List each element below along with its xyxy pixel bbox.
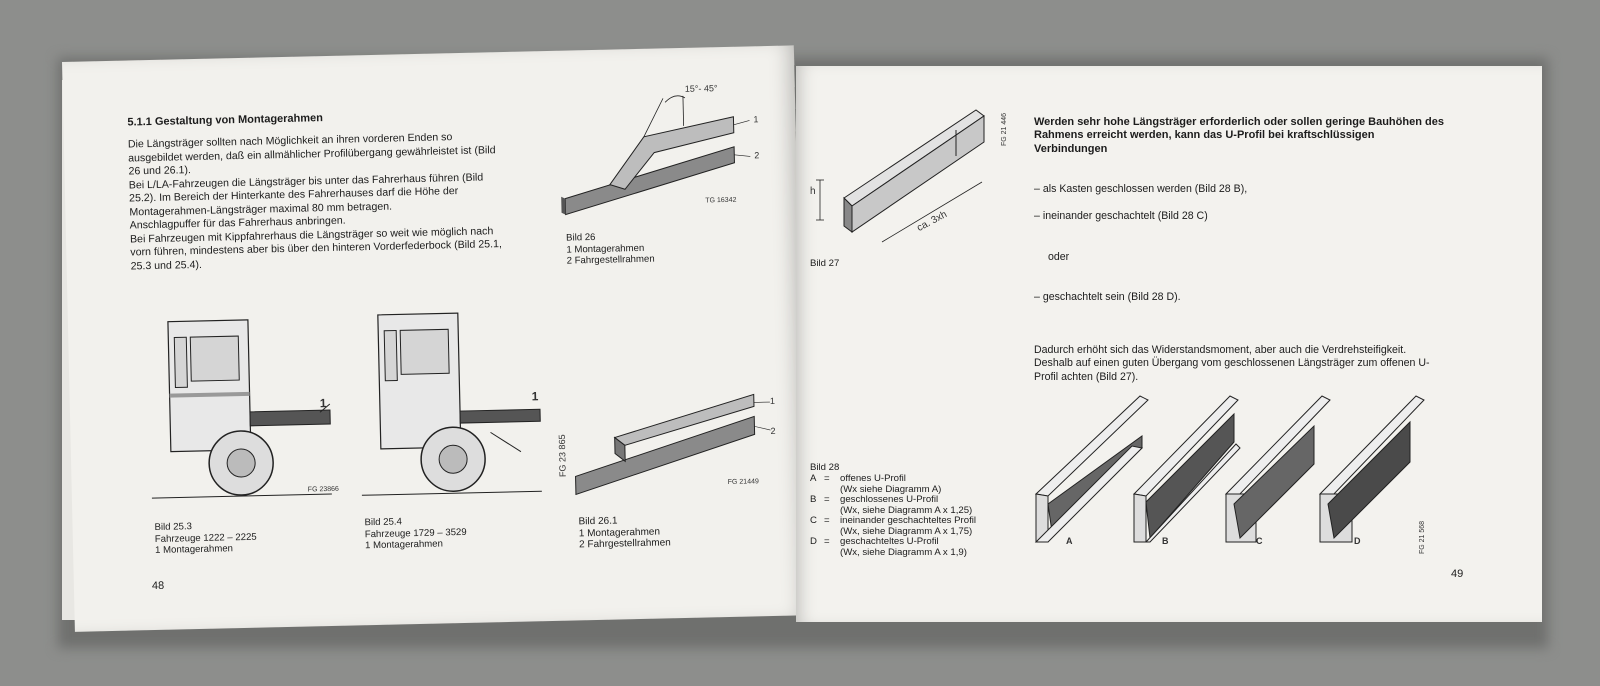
figure-25-4-caption: Bild 25.4 Fahrzeuge 1729 – 3529 1 Montag… [364, 516, 467, 552]
figure-26-1-caption: Bild 26.1 1 Montagerahmen 2 Fahrgestellr… [578, 515, 671, 551]
figure-27 [816, 109, 985, 243]
left-page: 5.1.1 Gestaltung von Montagerahmen Die L… [62, 45, 807, 632]
figure-28-legend: A = offenes U-Profil(Wx siehe Diagramm A… [810, 473, 976, 558]
callout-2: 2 [754, 150, 760, 161]
figure-25-3-caption: Bild 25.3 Fahrzeuge 1222 – 2225 1 Montag… [154, 521, 257, 557]
legend-text: ineinander geschachteltes Profil [840, 515, 976, 526]
legend-text: geschlossenes U-Profil [840, 494, 939, 505]
section-heading: 5.1.1 Gestaltung von Montagerahmen [127, 112, 324, 129]
legend-sub: (Wx, siehe Diagramm A x 1,25) [840, 504, 973, 516]
profile-b [1132, 395, 1241, 543]
figure-code: TG 16342 [705, 196, 737, 205]
legend-eq: = [824, 473, 830, 484]
legend-sub: (Wx, siehe Diagramm A x 1,75) [840, 525, 973, 537]
list-item: als Kasten geschlossen werden (Bild 28 B… [1034, 183, 1444, 197]
list: geschachtelt sein (Bild 28 D). [1034, 278, 1444, 319]
legend-text: geschachteltes U-Profil [840, 536, 939, 547]
h-label: h [810, 186, 816, 197]
figure-26-1 [575, 393, 771, 496]
list-item: ineinander geschachtelt (Bild 28 C) [1034, 210, 1444, 224]
figure-code: FG 21 568 [1419, 520, 1427, 555]
legend-text: offenes U-Profil [840, 473, 906, 484]
callout-2: 2 [770, 425, 776, 437]
label-c: C [1256, 536, 1263, 546]
label-a: A [1066, 536, 1073, 546]
callout-1: 1 [753, 114, 759, 125]
legend-key: D [810, 536, 817, 547]
legend-eq: = [824, 536, 830, 547]
legend-eq: = [824, 515, 830, 526]
label-d: D [1354, 536, 1361, 546]
figure-28-caption-title: Bild 28 [810, 462, 840, 473]
legend-eq: = [824, 494, 830, 505]
figure-27-caption: Bild 27 [810, 258, 840, 269]
paragraph-2: Dadurch erhöht sich das Widerstandsmomen… [1034, 343, 1430, 383]
list-item: geschachtelt sein (Bild 28 D). [1034, 291, 1444, 305]
figure-26-caption: Bild 26 1 Montagerahmen 2 Fahrgestellrah… [566, 231, 655, 267]
list: als Kasten geschlossen werden (Bild 28 B… [1034, 170, 1444, 238]
label-b: B [1162, 536, 1169, 546]
body-text: Die Längsträger sollten nach Möglichkeit… [127, 131, 502, 272]
intro-bold: Werden sehr hohe Längsträger erforderlic… [1034, 115, 1444, 155]
truck-drawing-25-4 [361, 312, 542, 496]
oder: oder [1048, 250, 1070, 263]
legend-sub: (Wx siehe Diagramm A) [840, 483, 942, 495]
legend-row: B = geschlossenes U-Profil(Wx, siehe Dia… [810, 494, 976, 516]
angle-label: 15°- 45° [684, 83, 718, 94]
legend-key: B [810, 494, 817, 505]
legend-key: C [810, 515, 817, 526]
legend-row: D = geschachteltes U-Profil(Wx, siehe Di… [810, 536, 976, 558]
figure-26 [561, 95, 751, 216]
callout: 1 [531, 389, 539, 404]
figure-code: FG 21 446 [1001, 112, 1009, 147]
right-text-block: Werden sehr hohe Längsträger erforderlic… [1034, 102, 1444, 398]
legend-sub: (Wx, siehe Diagramm A x 1,9) [840, 546, 967, 558]
profile-c [1224, 395, 1331, 543]
legend-row: A = offenes U-Profil(Wx siehe Diagramm A… [810, 473, 976, 495]
figure-code: FG 23 865 [556, 434, 568, 478]
figure-28-profiles [1034, 395, 1425, 543]
profile-d [1318, 395, 1425, 543]
page-number: 48 [151, 579, 165, 593]
figure-code: FG 23866 [307, 485, 339, 494]
legend-key: A [810, 473, 817, 484]
truck-drawing-25-3 [151, 319, 332, 499]
legend-row: C = ineinander geschachteltes Profil(Wx,… [810, 515, 976, 537]
profile-a [1034, 395, 1149, 543]
callout-1: 1 [769, 395, 776, 407]
page-number: 49 [1451, 568, 1464, 580]
right-page: Werden sehr hohe Längsträger erforderlic… [796, 66, 1542, 622]
figure-code: FG 21449 [727, 478, 759, 487]
callout: 1 [319, 396, 327, 411]
